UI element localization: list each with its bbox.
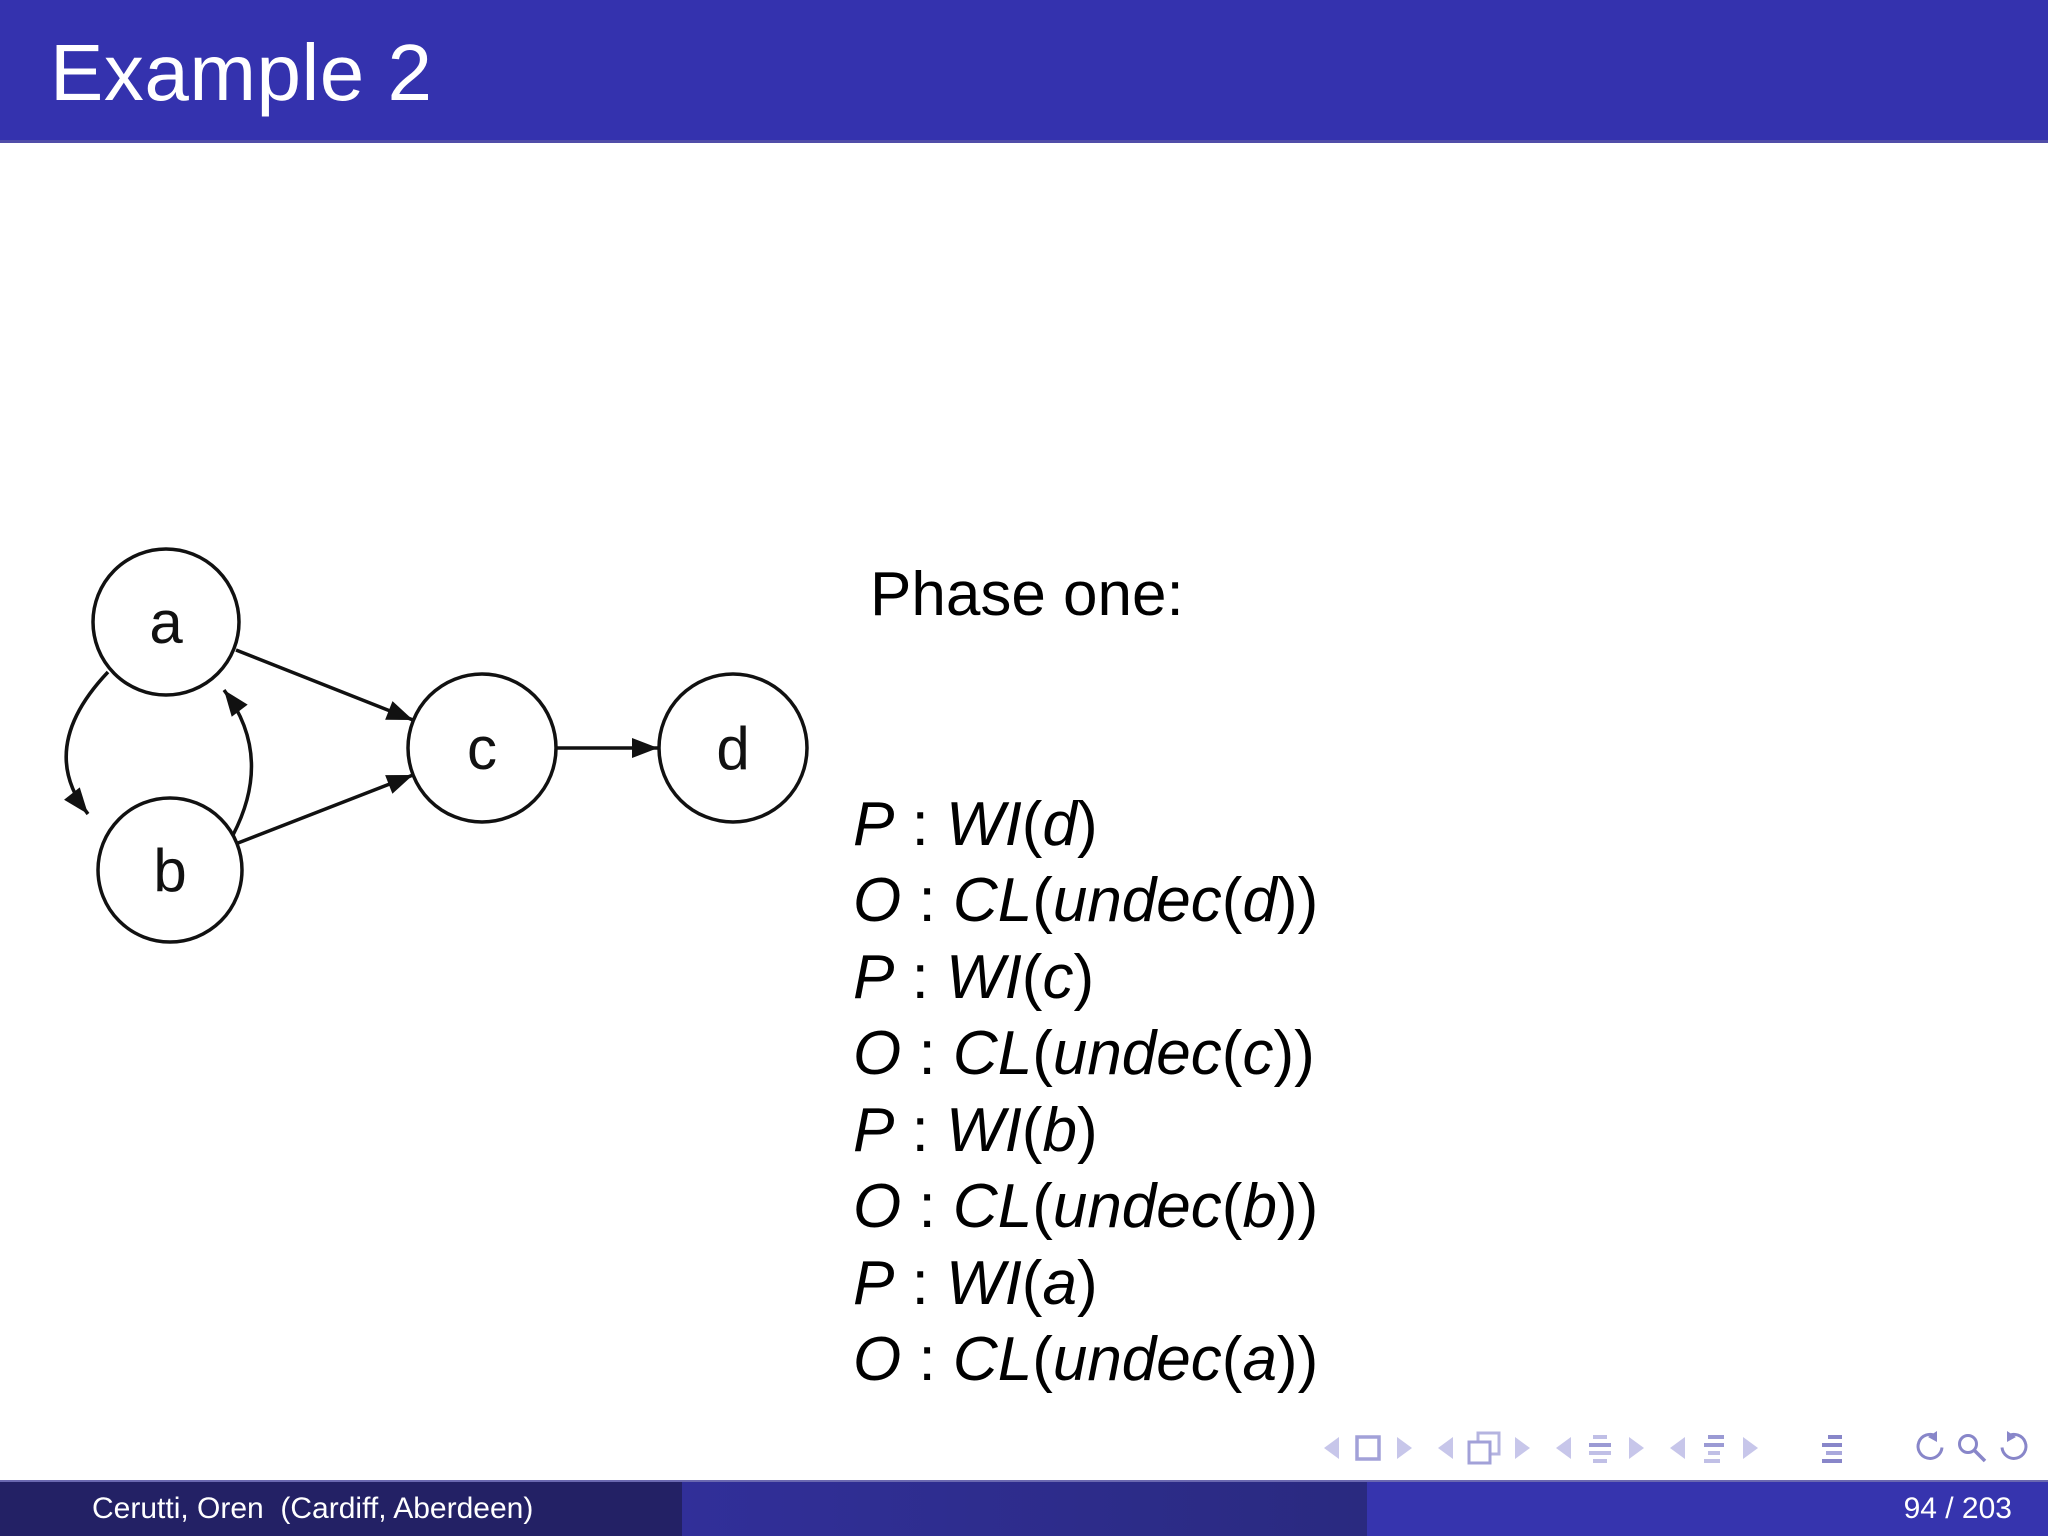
slide-nav-group	[1324, 1432, 1412, 1464]
proof-block: Phase one: P : WI(d)O : CL(undec(d))P : …	[853, 404, 1318, 1536]
prev-subsection-icon[interactable]	[1556, 1437, 1571, 1459]
node-c-circle	[406, 672, 558, 824]
proof-line: P : WI(d)	[853, 789, 1098, 859]
next-subsection-icon[interactable]	[1629, 1437, 1644, 1459]
proof-line: P : WI(c)	[853, 942, 1095, 1012]
node-b-circle	[96, 796, 244, 944]
node-a-label: a	[149, 589, 183, 656]
back-history-icon[interactable]	[1910, 1430, 1946, 1466]
section-icon[interactable]	[1698, 1432, 1730, 1464]
edge-b-a	[222, 688, 254, 836]
node-a: a	[91, 547, 241, 697]
frame-icon[interactable]	[1466, 1430, 1502, 1466]
edge-a-b	[64, 670, 110, 816]
history-nav-group	[1910, 1430, 2034, 1466]
page-title: Example 2	[50, 28, 433, 117]
proof-heading: Phase one:	[870, 560, 1184, 629]
footline-rule	[0, 1480, 2048, 1482]
node-a-circle	[91, 547, 241, 697]
footer-middle-box	[682, 1482, 1367, 1536]
appendix-nav-group	[1816, 1432, 1848, 1464]
next-frame-icon[interactable]	[1515, 1437, 1530, 1459]
proof-line: P : WI(b)	[853, 1095, 1098, 1165]
navigation-bar	[1324, 1430, 2034, 1466]
footer-page-number: 94 / 203	[1367, 1482, 2048, 1536]
section-nav-group	[1670, 1432, 1758, 1464]
subsection-icon[interactable]	[1584, 1432, 1616, 1464]
subsection-nav-group	[1556, 1432, 1644, 1464]
node-d-circle	[657, 672, 809, 824]
node-d: d	[657, 672, 809, 824]
forward-history-icon[interactable]	[1998, 1430, 2034, 1466]
prev-slide-icon[interactable]	[1324, 1437, 1339, 1459]
prev-frame-icon[interactable]	[1438, 1437, 1453, 1459]
node-d-label: d	[716, 715, 749, 782]
edge-a-c	[235, 648, 414, 722]
footline: Cerutti, Oren (Cardiff, Aberdeen) 94 / 2…	[0, 1482, 2048, 1536]
prev-section-icon[interactable]	[1670, 1437, 1685, 1459]
proof-line: O : CL(undec(b))	[853, 1172, 1319, 1241]
footer-author: Cerutti, Oren (Cardiff, Aberdeen)	[0, 1482, 682, 1536]
proof-line: P : WI(a)	[853, 1248, 1098, 1318]
frametitle-bar: Example 2	[0, 0, 2048, 143]
node-c-label: c	[467, 715, 497, 782]
next-slide-icon[interactable]	[1397, 1437, 1412, 1459]
proof-lines: P : WI(d) O : CL(undec(d)) P : WI(c) O : CL…	[853, 787, 1318, 1399]
node-c: c	[406, 672, 558, 824]
slide-icon[interactable]	[1352, 1432, 1384, 1464]
next-section-icon[interactable]	[1743, 1437, 1758, 1459]
appendix-icon[interactable]	[1816, 1432, 1848, 1464]
edge-b-c	[237, 773, 414, 845]
node-b-label: b	[153, 837, 186, 904]
proof-line: O : CL(undec(a))	[853, 1325, 1319, 1394]
proof-line: O : CL(undec(d))	[853, 866, 1319, 935]
node-b: b	[96, 796, 244, 944]
proof-line: O : CL(undec(c))	[853, 1019, 1315, 1088]
search-icon[interactable]	[1955, 1431, 1989, 1465]
frame-nav-group	[1438, 1430, 1530, 1466]
